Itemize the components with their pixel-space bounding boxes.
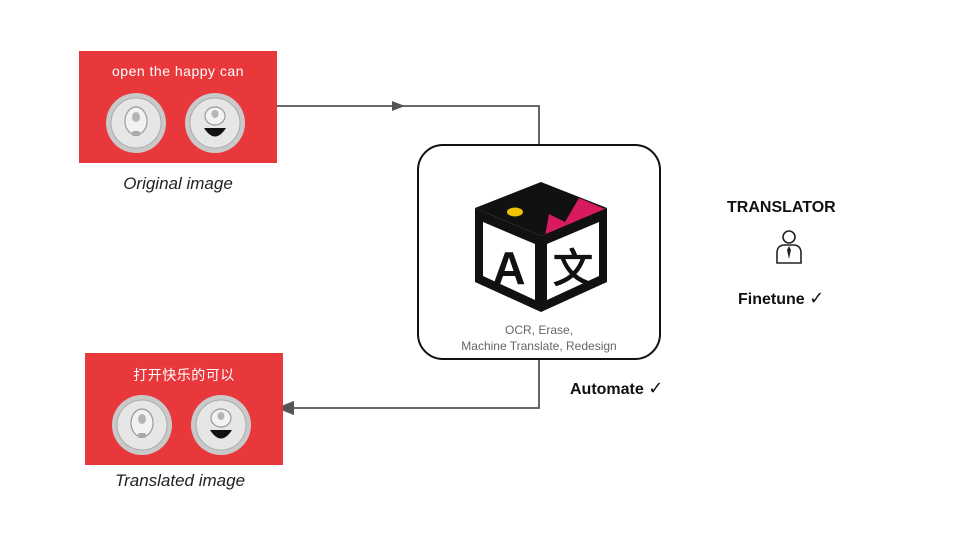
translated-headline: 打开快乐的可以 xyxy=(133,367,235,383)
automate-text: Automate xyxy=(570,381,644,398)
can-lid-left xyxy=(112,395,172,455)
cans-illustration xyxy=(112,395,251,455)
finetune-label: Finetune ✓ xyxy=(738,288,824,309)
original-headline: open the happy can xyxy=(112,63,244,79)
original-caption: Original image xyxy=(123,174,233,193)
translator-title: TRANSLATOR xyxy=(727,199,836,216)
person-tie-icon xyxy=(776,230,802,264)
cube-top-face xyxy=(475,182,607,236)
can-lid-right xyxy=(191,395,251,455)
cube-pink-flag xyxy=(545,198,605,236)
can-lid-right xyxy=(185,93,245,153)
cube-letter-a: A xyxy=(492,242,525,294)
process-steps: OCR, Erase, Machine Translate, Redesign xyxy=(419,322,659,354)
automate-label: Automate ✓ xyxy=(570,378,663,399)
cube-letter-zh: 文 xyxy=(553,246,593,292)
arrow-process-to-translated xyxy=(276,360,540,416)
cube-yellow-dot xyxy=(507,207,523,217)
arrowhead-original xyxy=(392,101,405,111)
arrow-original-to-process xyxy=(277,105,540,144)
automate-check-icon: ✓ xyxy=(648,378,664,398)
translate-cube-icon: A 文 xyxy=(475,182,607,312)
can-lid-left xyxy=(106,93,166,153)
cans-illustration xyxy=(106,93,245,153)
process-steps-line2: Machine Translate, Redesign xyxy=(461,339,617,353)
finetune-check-icon: ✓ xyxy=(809,288,825,308)
finetune-text: Finetune xyxy=(738,291,805,308)
original-image: open the happy can xyxy=(79,51,277,163)
translated-caption: Translated image xyxy=(114,471,246,490)
translated-image: 打开快乐的可以 xyxy=(85,353,283,465)
translation-process-box: A 文 OCR, Erase, Machine Translate, Redes… xyxy=(417,144,661,360)
process-steps-line1: OCR, Erase, xyxy=(504,323,573,337)
